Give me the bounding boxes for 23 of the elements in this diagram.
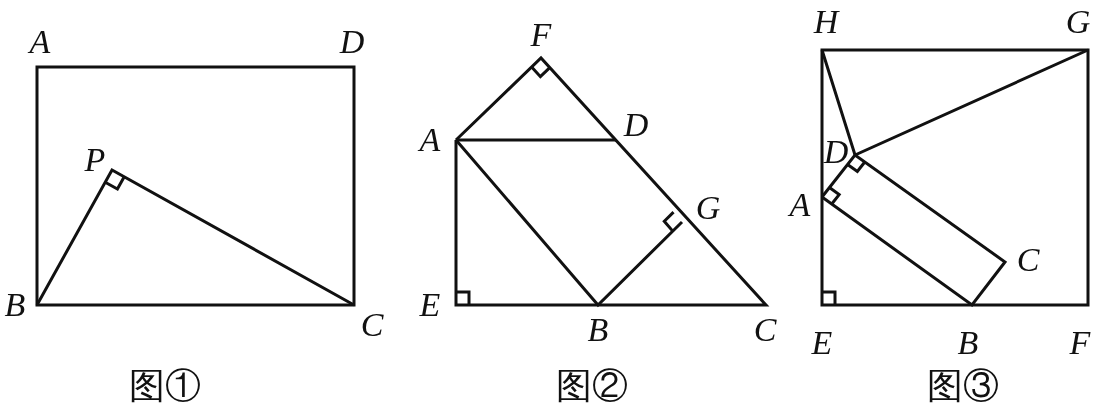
point-label: A [789,188,811,222]
point-label: C [753,313,777,347]
point-label: G [695,191,721,225]
point-label: F [530,18,552,52]
point-label: B [4,288,26,322]
point-label: C [360,308,384,342]
point-label: D [823,135,849,169]
figure-caption: 图② [556,368,628,404]
point-label: E [811,326,833,360]
point-label: G [1065,5,1091,39]
point-label: B [587,313,609,347]
point-label: B [957,326,979,360]
point-label: F [1069,326,1091,360]
point-label: D [339,25,365,59]
point-label: E [419,288,441,322]
point-label: C [1016,243,1040,277]
figure-caption: 图③ [927,368,999,404]
point-label: H [813,5,839,39]
point-label: A [419,123,441,157]
point-label: P [84,143,106,177]
point-label: D [623,108,649,142]
point-label: A [29,25,51,59]
figure-caption: 图① [129,368,201,404]
